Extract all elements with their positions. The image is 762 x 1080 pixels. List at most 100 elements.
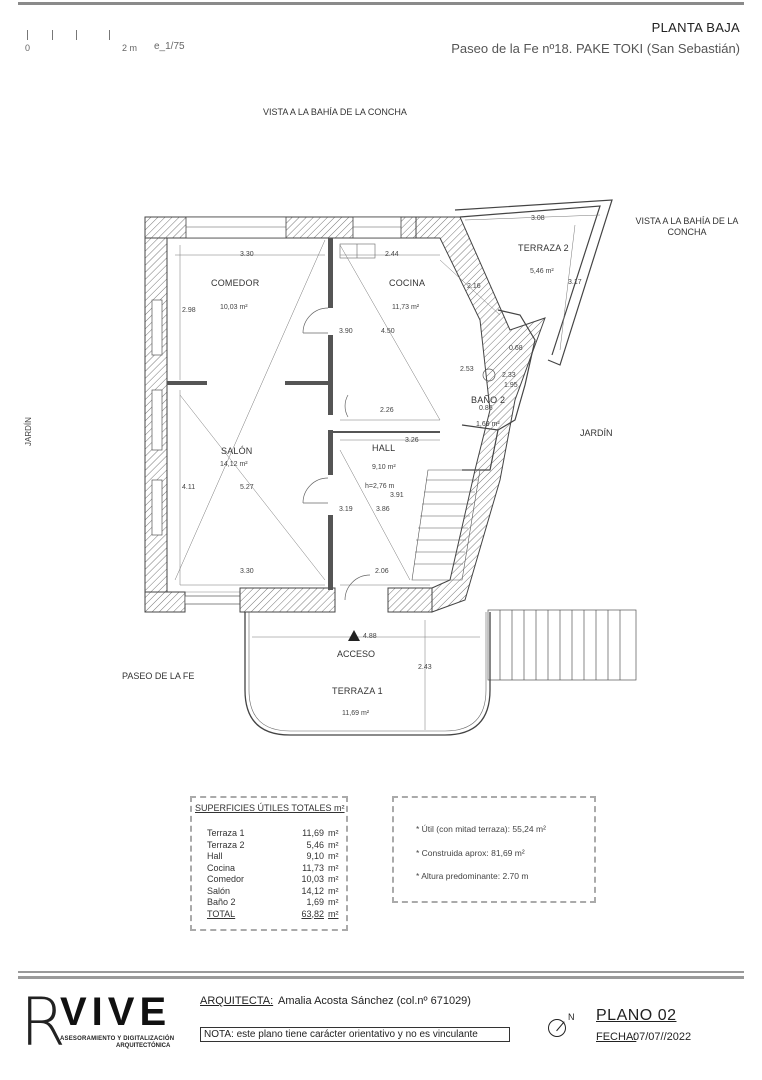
address: Paseo de la Fe nº18. PAKE TOKI (San Seba… [451, 41, 740, 56]
dim: 0.68 [509, 345, 523, 352]
wall-bottom-left [144, 591, 186, 613]
area-cocina: 11,73 m² [392, 304, 420, 311]
room-bano2: BAÑO 2 [471, 395, 506, 405]
surface-name: Terraza 2 [207, 839, 245, 850]
jardin-right: JARDÍN [580, 428, 613, 438]
surface-value: 63,82 [301, 908, 324, 919]
surface-row: Cocina 11,73 m² [207, 863, 339, 875]
surface-name: Terraza 1 [207, 828, 245, 838]
note-altura: * Altura predominante: 2.70 m [416, 871, 529, 881]
north-label: N [568, 1012, 575, 1022]
dim: 3.17 [568, 279, 582, 286]
terraza1-outline [244, 612, 491, 736]
date-value: 07/07//2022 [633, 1031, 692, 1043]
surface-name: Cocina [207, 862, 236, 873]
surface-name: Hall [207, 851, 223, 861]
surface-name: TOTAL [207, 908, 236, 919]
area-terraza2: 5,46 m² [530, 268, 554, 275]
scale-start: 0 [25, 43, 31, 53]
jardin-left: JARDÍN [24, 417, 33, 446]
acceso-label: ACCESO [337, 649, 376, 659]
dim: 3.19 [339, 506, 353, 513]
surface-value: 5,46 [306, 839, 324, 850]
dim: 2.33 [502, 372, 516, 379]
room-hall: HALL [372, 443, 396, 453]
north-icon [548, 1019, 566, 1037]
scale-ratio: e_1/75 [154, 41, 185, 52]
surface-row: Hall 9,10 m² [207, 851, 339, 863]
bottom-rule [18, 971, 744, 973]
paseo-label: PASEO DE LA FE [122, 671, 195, 681]
surface-value: 9,10 [306, 851, 324, 861]
dim: 3.30 [240, 251, 254, 258]
area-terraza1: 11,69 m² [342, 710, 370, 717]
dim: 2.26 [380, 407, 394, 414]
logo-letter: R [20, 984, 66, 1061]
surface-unit: m² [328, 862, 339, 873]
surface-unit: m² [328, 908, 339, 919]
surface-unit: m² [328, 851, 339, 861]
view-label-right: VISTA A LA BAHÍA DE LA CONCHA [635, 216, 739, 237]
surface-value: 11,69 [302, 828, 324, 838]
dim: 3.30 [240, 568, 254, 575]
surfaces-title: SUPERFICIES ÚTILES TOTALES m² [195, 803, 345, 813]
dim: 5.27 [240, 484, 254, 491]
notes-box: * Útil (con mitad terraza): 55,24 m² * C… [392, 796, 596, 903]
scale-tick [109, 30, 110, 40]
page-title: PLANTA BAJA [651, 20, 740, 35]
surface-name: Comedor [207, 874, 245, 884]
architect-name: Amalia Acosta Sánchez (col.nº 671029) [278, 995, 471, 1007]
view-label-top: VISTA A LA BAHÍA DE LA CONCHA [263, 107, 407, 117]
note-construida: * Construida aprox: 81,69 m² [416, 848, 525, 858]
surface-row: TOTAL 63,82 m² [207, 909, 339, 921]
surface-row: Terraza 2 5,46 m² [207, 840, 339, 852]
surface-name: Baño 2 [207, 897, 236, 907]
dim: 0.86 [479, 405, 493, 412]
dim: 2.16 [467, 283, 481, 290]
bottom-rule [18, 976, 744, 979]
surface-unit: m² [328, 885, 339, 896]
room-terraza2: TERRAZA 2 [518, 243, 569, 253]
dim: 3.91 [390, 492, 404, 499]
surface-value: 14,12 [301, 885, 324, 896]
area-bano2: 1,69 m² [476, 421, 500, 428]
dim: 2.53 [460, 366, 474, 373]
dim: 4.11 [182, 484, 196, 491]
surface-value: 11,73 [302, 862, 324, 873]
surfaces-rows: Terraza 1 11,69 m² Terraza 2 5,46 m² Hall 9,10 m… [207, 828, 339, 920]
floor-plan [144, 199, 637, 736]
dim: 1.95 [504, 382, 518, 389]
dim: 3.86 [376, 506, 390, 513]
architect-label: ARQUITECTA: [200, 995, 274, 1007]
surface-name: Salón [207, 885, 231, 896]
scale-tick [27, 30, 28, 40]
dim: 2.43 [418, 664, 432, 671]
dim: 3.26 [405, 437, 419, 444]
dim: 3.90 [339, 328, 353, 335]
dim: 2.98 [182, 307, 196, 314]
dim: 4.88 [363, 633, 377, 640]
area-salon: 14,12 m² [220, 461, 248, 468]
wall-diagonal [415, 216, 546, 613]
logo-subtitle: ASESORAMIENTO Y DIGITALIZACIÓN [60, 1036, 175, 1042]
logo-subtitle: ARQUITECTÓNICA [116, 1043, 171, 1049]
note-util: * Útil (con mitad terraza): 55,24 m² [416, 824, 546, 834]
room-terraza1: TERRAZA 1 [332, 686, 383, 696]
surfaces-table: SUPERFICIES ÚTILES TOTALES m² Terraza 1 1… [190, 796, 348, 931]
surface-unit: m² [328, 874, 339, 884]
dim: 3.08 [531, 215, 545, 222]
wall-bottom-right [387, 587, 433, 613]
date-label: FECHA: [596, 1031, 637, 1043]
surface-unit: m² [328, 839, 339, 850]
scale-end: 2 m [122, 43, 138, 53]
scale-tick [76, 30, 77, 40]
surface-unit: m² [328, 897, 339, 907]
room-cocina: COCINA [389, 278, 426, 288]
disclaimer: NOTA: este plano tiene carácter orientat… [200, 1027, 510, 1042]
dim: 2.44 [385, 251, 399, 258]
scale-tick [52, 30, 53, 40]
access-arrow-icon [348, 630, 360, 641]
